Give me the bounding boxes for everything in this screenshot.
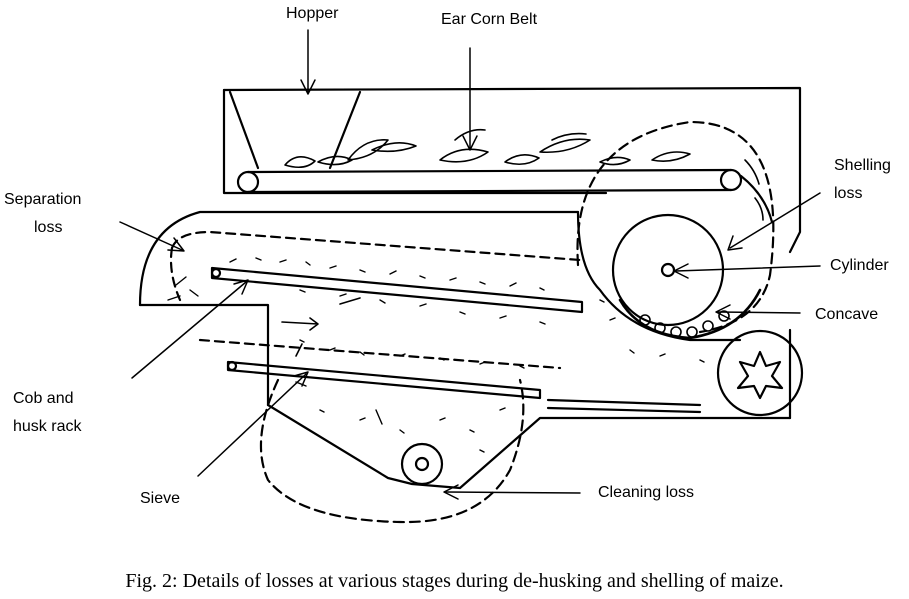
label-separation-loss-line1: Separation — [4, 191, 82, 208]
label-cylinder: Cylinder — [830, 257, 889, 274]
label-cob-husk-rack-line2: husk rack — [13, 418, 82, 435]
label-shelling-loss-line2: loss — [834, 185, 863, 202]
cleaning-fan — [716, 329, 804, 417]
hopper-box — [222, 86, 802, 254]
maize-sheller-diagram — [119, 29, 821, 524]
ear-corn-pieces — [284, 128, 764, 221]
grain-flow-speckle — [167, 257, 705, 453]
label-ear-corn-belt: Ear Corn Belt — [441, 11, 538, 28]
concave-grate — [618, 288, 762, 340]
concave-bars — [639, 310, 730, 338]
ear-corn-belt — [236, 168, 774, 224]
label-separation-loss-line2: loss — [34, 219, 63, 236]
leader-lines — [119, 29, 821, 500]
lower-pulley — [400, 442, 444, 486]
cylinder-dashed-boundary — [576, 120, 775, 334]
label-shelling-loss-line1: Shelling — [834, 157, 891, 174]
label-hopper: Hopper — [286, 5, 339, 22]
main-housing — [138, 210, 792, 490]
cleaning-dashed-boundary — [259, 378, 525, 524]
label-cleaning-loss: Cleaning loss — [598, 484, 695, 501]
internal-flow-arrows — [281, 297, 361, 357]
figure-caption: Fig. 2: Details of losses at various sta… — [125, 570, 784, 592]
discharge-chute — [546, 398, 702, 414]
label-cob-husk-rack-line1: Cob and — [13, 390, 74, 407]
cob-husk-rack — [210, 266, 584, 314]
separation-chamber — [169, 230, 582, 370]
label-sieve: Sieve — [140, 490, 181, 507]
label-concave: Concave — [815, 306, 879, 323]
sieve — [226, 360, 542, 400]
